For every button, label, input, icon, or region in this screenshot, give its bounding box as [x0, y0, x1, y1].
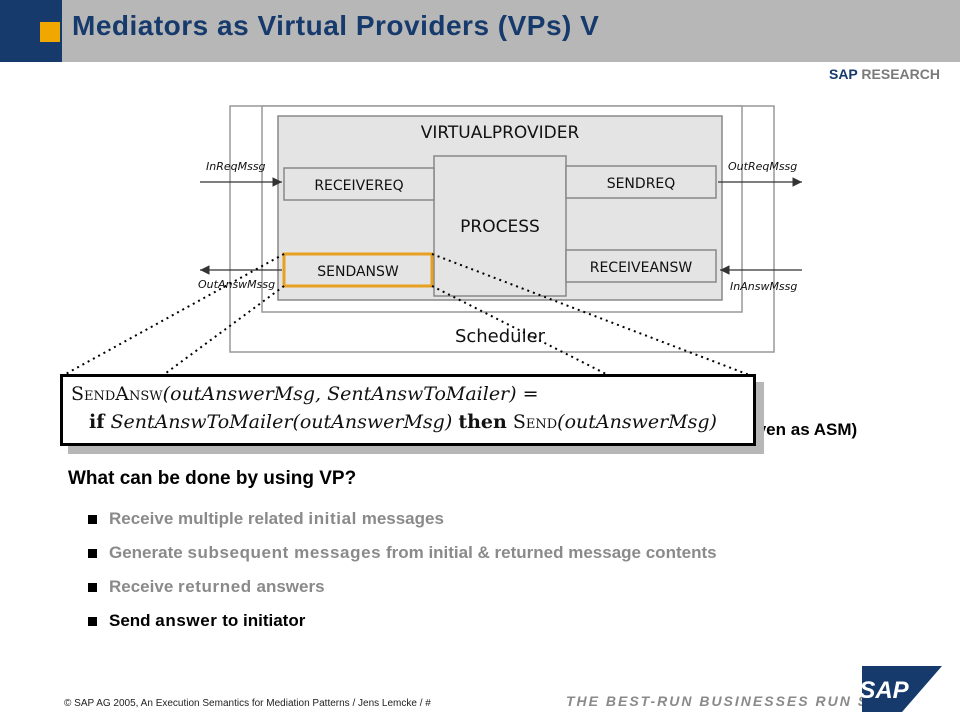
partial-caption: iven as ASM) [752, 420, 858, 439]
zoom-line-outer-left [61, 253, 285, 377]
bullet-item: Send answer to initiator [88, 604, 717, 638]
in-answ-label: InAnswMssg [730, 280, 797, 293]
formula-send-name: Send [512, 411, 558, 433]
out-req-label: OutReqMssg [728, 160, 797, 173]
footer-copyright: © SAP AG 2005, An Execution Semantics fo… [64, 698, 431, 709]
bullet-item: Generate subsequent messages from initia… [88, 536, 717, 570]
asm-formula-box: SendAnsw(outAnswerMsg, SentAnswToMailer)… [60, 374, 756, 446]
bullet-square-icon [88, 582, 97, 592]
process-box [433, 155, 567, 297]
sap-research-logo: SAP RESEARCH [829, 66, 940, 82]
header-square-icon [40, 22, 60, 42]
sap-tagline: THE BEST-RUN BUSINESSES RUN SAP [566, 693, 893, 709]
formula-line-2: if SentAnswToMailer(outAnswerMsg) then S… [89, 411, 717, 433]
receiveansw-label: RECEIVEANSW [590, 260, 693, 276]
process-label: PROCESS [460, 217, 540, 237]
bullet-square-icon [88, 548, 97, 558]
in-req-label: InReqMssg [206, 160, 266, 173]
header-bar [0, 0, 960, 62]
sendreq-box [565, 165, 717, 199]
sendreq-label: SENDREQ [607, 176, 676, 192]
zoom-line-inner-left [161, 285, 285, 377]
out-answ-label: OutAnswMssg [198, 278, 275, 291]
receiveansw-box [565, 249, 717, 283]
sap-logo: SAP [862, 666, 942, 712]
virtualprovider-label: VIRTUALPROVIDER [421, 123, 580, 143]
sendansw-box [282, 252, 434, 288]
sendansw-label: SENDANSW [317, 264, 399, 280]
bullet-list: Receive multiple related initial message… [88, 502, 717, 638]
brand-prefix: SAP [828, 66, 858, 82]
formula-then-keyword: then [458, 411, 507, 433]
scheduler-label: Scheduler [455, 326, 546, 347]
receivereq-box [283, 167, 435, 201]
formula-send-arg: (outAnswerMsg) [557, 411, 717, 433]
receivereq-label: RECEIVEREQ [314, 178, 403, 194]
bullet-square-icon [88, 616, 97, 626]
slide-title: Mediators as Virtual Providers (VPs) V [72, 10, 600, 41]
question-heading: What can be done by using VP? [68, 468, 357, 489]
brand-suffix: RESEARCH [861, 66, 940, 82]
bullet-item: Receive multiple related initial message… [88, 502, 717, 536]
formula-condition: SentAnswToMailer(outAnswerMsg) [110, 411, 453, 433]
formula-rule-args: (outAnswerMsg, SentAnswToMailer) = [162, 383, 539, 405]
formula-line-1: SendAnsw(outAnswerMsg, SentAnswToMailer)… [71, 383, 539, 405]
formula-rule-name: SendAnsw [71, 383, 163, 405]
bullet-item: Receive returned answers [88, 570, 717, 604]
bullet-square-icon [88, 514, 97, 524]
svg-text:SAP: SAP [862, 677, 910, 704]
formula-if-keyword: if [89, 411, 105, 433]
